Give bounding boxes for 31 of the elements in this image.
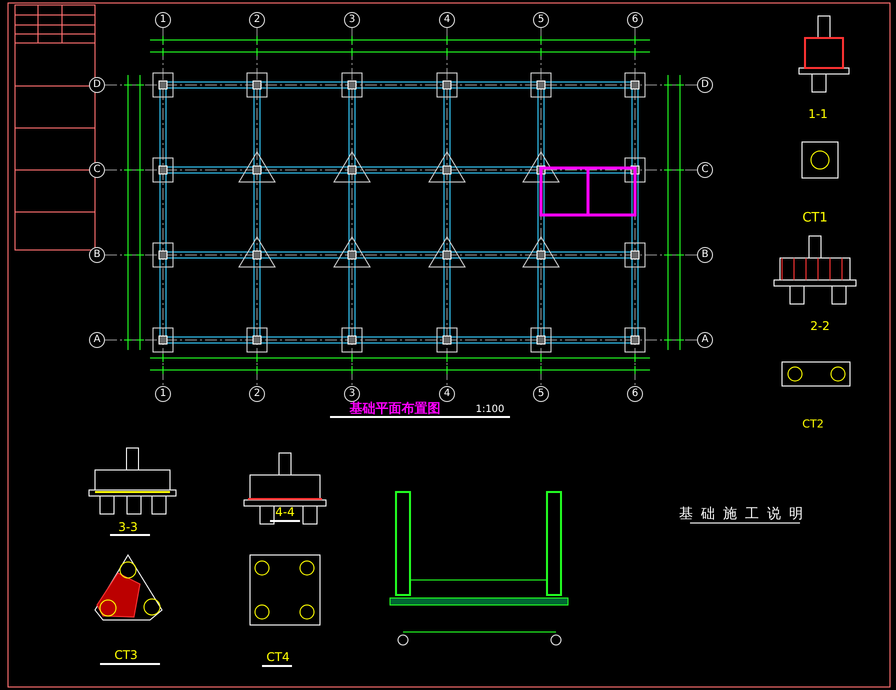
axis-label: 3 bbox=[344, 12, 360, 28]
axis-label: C bbox=[697, 162, 713, 178]
axis-label: 1 bbox=[155, 386, 171, 402]
axis-label: 2 bbox=[249, 386, 265, 402]
axis-label: D bbox=[89, 77, 105, 93]
section-label: 4-4 bbox=[275, 506, 295, 518]
detail-title: CT2 bbox=[802, 418, 824, 430]
drawing-title: 基础平面布置图 bbox=[350, 402, 440, 416]
axis-label: B bbox=[697, 247, 713, 263]
axis-label: D bbox=[697, 77, 713, 93]
axis-label: 4 bbox=[439, 386, 455, 402]
notes-title: 基础施工说明 bbox=[679, 507, 811, 521]
section-label: 3-3 bbox=[118, 521, 138, 533]
scale-label: 1:100 bbox=[476, 405, 504, 415]
axis-label: C bbox=[89, 162, 105, 178]
axis-label: 2 bbox=[249, 12, 265, 28]
section-label: 1-1 bbox=[808, 108, 828, 120]
detail-title: CT4 bbox=[266, 651, 290, 663]
axis-label: 6 bbox=[627, 386, 643, 402]
axis-label: 5 bbox=[533, 386, 549, 402]
detail-title: CT1 bbox=[802, 212, 828, 224]
axis-label: 4 bbox=[439, 12, 455, 28]
axis-label: A bbox=[697, 332, 713, 348]
axis-label: B bbox=[89, 247, 105, 263]
axis-label: 3 bbox=[344, 386, 360, 402]
axis-label: A bbox=[89, 332, 105, 348]
axis-label: 1 bbox=[155, 12, 171, 28]
detail-title: CT3 bbox=[114, 649, 138, 661]
axis-label: 6 bbox=[627, 12, 643, 28]
axis-label: 5 bbox=[533, 12, 549, 28]
section-label: 2-2 bbox=[810, 320, 830, 332]
